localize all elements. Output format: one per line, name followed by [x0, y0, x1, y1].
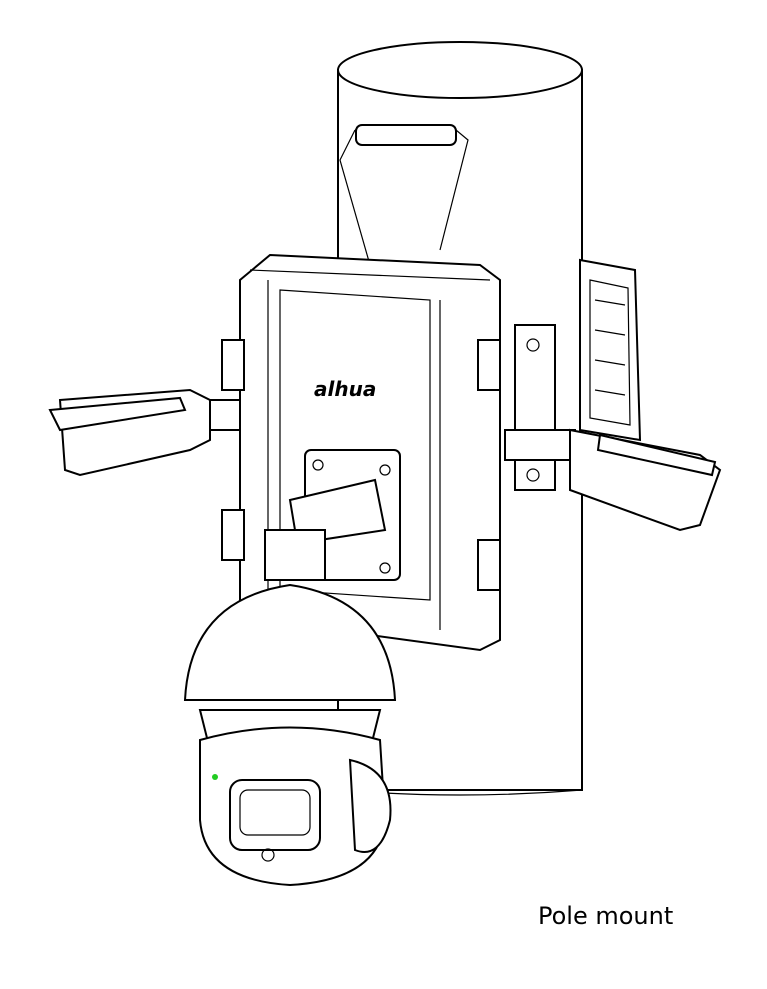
figure-caption: Pole mount [538, 902, 674, 930]
left-bullet-camera [48, 388, 241, 477]
right-bullet-camera [504, 428, 722, 532]
handle [339, 124, 469, 266]
right-mount-bracket [514, 258, 642, 491]
ptz-dome-camera [183, 478, 397, 887]
brand-logo: alhua [314, 377, 376, 401]
